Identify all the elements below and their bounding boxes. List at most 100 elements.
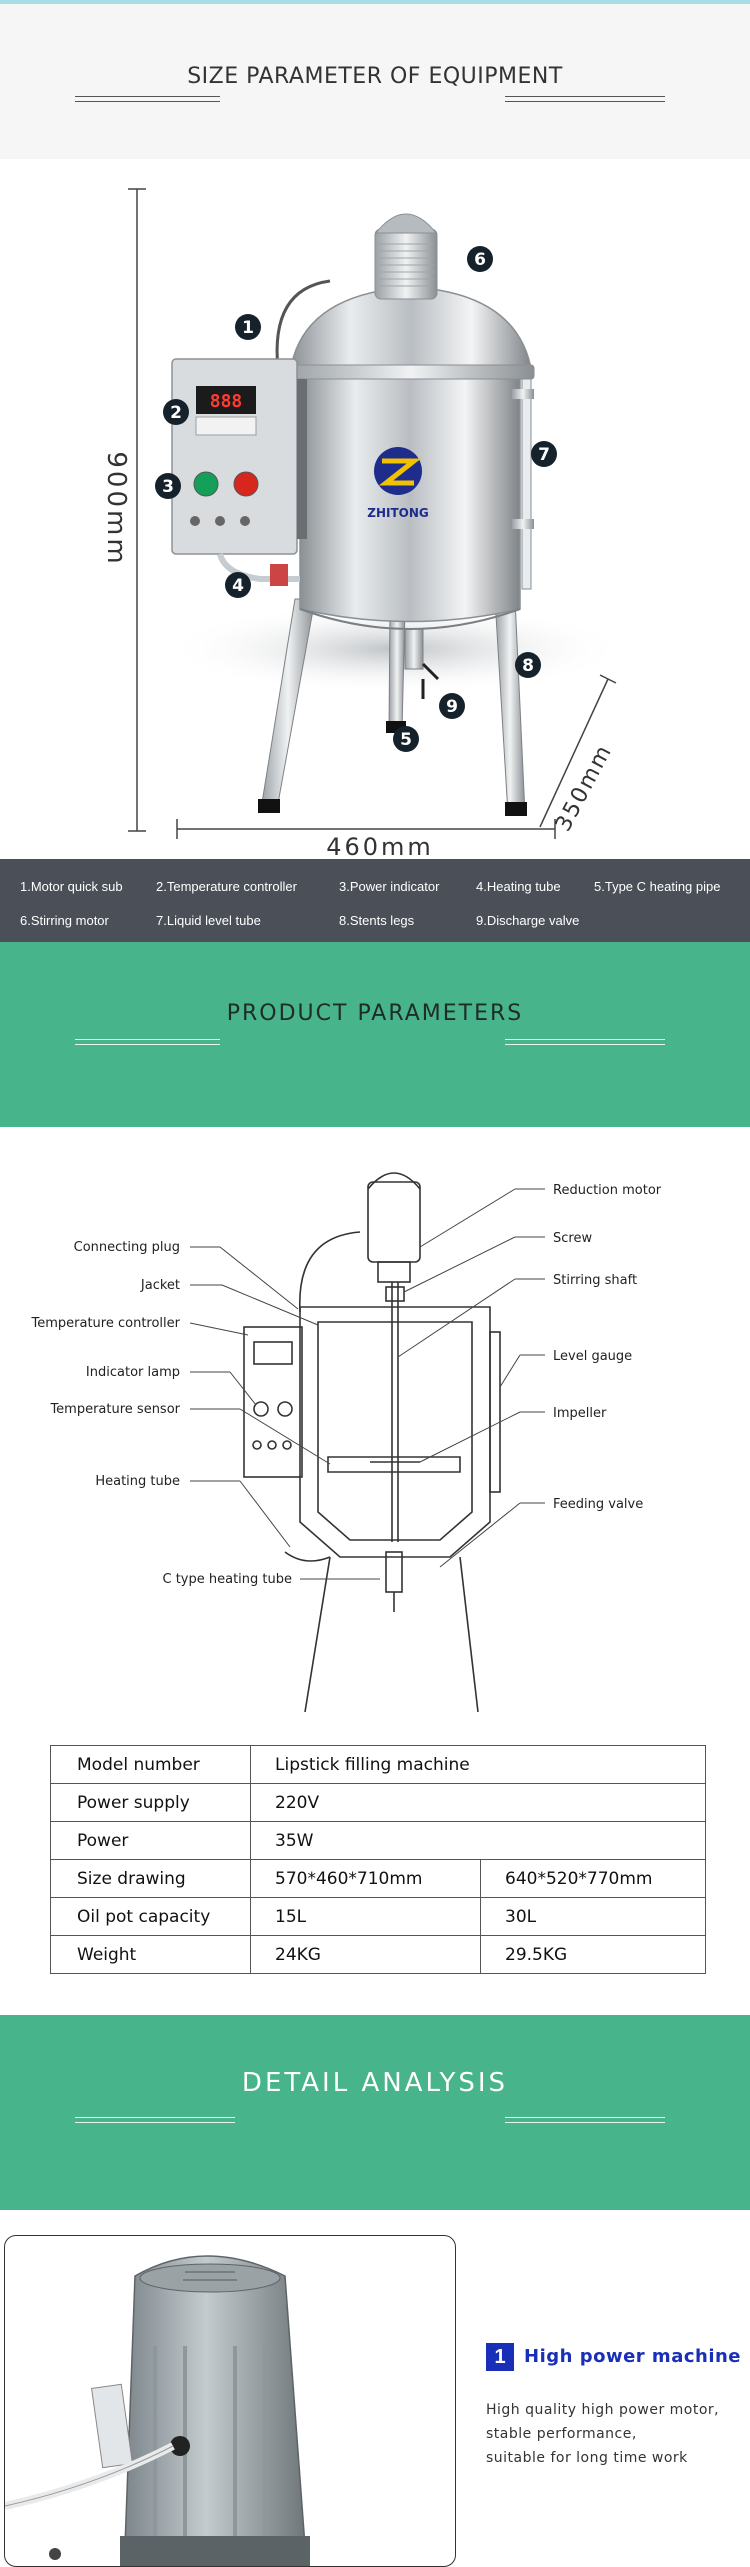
table-cell: 15L [250, 1897, 481, 1936]
callout-4: 4 [225, 572, 251, 598]
heating-tube-plug [270, 564, 288, 586]
feature-description-line: stable performance, [486, 2426, 637, 2442]
detail-image-card [4, 2235, 456, 2567]
svg-text:1: 1 [242, 318, 254, 338]
table-row: Oil pot capacity 15L 30L [50, 1897, 706, 1936]
top-accent-bar [0, 0, 750, 4]
svg-text:9: 9 [446, 697, 458, 717]
control-box: 888 [171, 358, 307, 555]
brand-name: ZHITONG [367, 506, 429, 520]
table-cell: 640*520*770mm [480, 1859, 706, 1898]
label-indicator-lamp: Indicator lamp [86, 1365, 180, 1380]
equipment-figure: 900mm 460mm 350mm [0, 159, 750, 861]
table-cell: 35W [250, 1821, 706, 1860]
legend-item: 7.Liquid level tube [156, 913, 261, 928]
width-dimension-label: 460mm [326, 833, 434, 859]
banner-rule-right [505, 2117, 665, 2123]
callout-9: 9 [439, 693, 465, 719]
feature-title: High power machine [524, 2346, 742, 2367]
structure-diagram: Reduction motor Screw Stirring shaft Lev… [0, 1127, 750, 1727]
table-cell: 220V [250, 1783, 706, 1822]
temperature-display: 888 [210, 391, 243, 412]
table-cell: 29.5KG [480, 1935, 706, 1974]
equipment-section-title: SIZE PARAMETER OF EQUIPMENT [187, 64, 563, 89]
legend-item: 1.Motor quick sub [20, 879, 123, 894]
legend-item: 4.Heating tube [476, 879, 561, 894]
svg-text:5: 5 [400, 730, 412, 750]
legend-item: 2.Temperature controller [156, 879, 297, 894]
depth-dimension-label: 350mm [551, 740, 618, 835]
parameters-table: Model number Lipstick filling machine Po… [50, 1745, 706, 1974]
product-parameters-title: PRODUCT PARAMETERS [226, 1001, 524, 1026]
width-dimension-line [176, 819, 556, 839]
callout-8: 8 [515, 652, 541, 678]
label-impeller: Impeller [553, 1406, 607, 1421]
callout-1: 1 [235, 314, 261, 340]
tank-body [299, 368, 521, 630]
label-jacket: Jacket [140, 1278, 180, 1293]
label-feeding-valve: Feeding valve [553, 1497, 643, 1512]
table-cell: Power supply [50, 1783, 251, 1822]
stirring-motor [374, 213, 438, 300]
svg-text:7: 7 [538, 445, 550, 465]
feature-description-line: High quality high power motor, [486, 2402, 720, 2418]
label-level-gauge: Level gauge [553, 1349, 632, 1364]
table-cell: Lipstick filling machine [250, 1745, 706, 1784]
label-temperature-controller: Temperature controller [31, 1316, 181, 1331]
table-cell: Power [50, 1821, 251, 1860]
label-temperature-sensor: Temperature sensor [49, 1402, 180, 1417]
heating-tube [217, 553, 300, 582]
label-stirring-shaft: Stirring shaft [553, 1273, 637, 1288]
label-c-type-heating-tube: C type heating tube [162, 1572, 292, 1587]
banner-rule-left [75, 1039, 220, 1045]
banner-rule-left [75, 2117, 235, 2123]
label-reduction-motor: Reduction motor [553, 1183, 662, 1198]
level-tube [512, 378, 534, 590]
table-cell: Model number [50, 1745, 251, 1784]
detail-analysis-banner: DETAIL ANALYSIS [0, 2015, 750, 2210]
detail-analysis-title: DETAIL ANALYSIS [241, 2068, 509, 2098]
legend-item: 8.Stents legs [339, 913, 415, 928]
motor-cable [275, 279, 331, 370]
feature-description-line: suitable for long time work [486, 2450, 688, 2466]
banner-rule-right [505, 1039, 665, 1045]
callout-6: 6 [467, 246, 493, 272]
table-cell: 570*460*710mm [250, 1859, 481, 1898]
label-heating-tube: Heating tube [95, 1474, 180, 1489]
table-cell: Oil pot capacity [50, 1897, 251, 1936]
equipment-section-header: SIZE PARAMETER OF EQUIPMENT [0, 4, 750, 159]
structure-diagram-drawing: Reduction motor Screw Stirring shaft Lev… [31, 1172, 662, 1713]
motor-closeup-illustration [5, 2255, 310, 2566]
height-dimension-label: 900mm [101, 451, 131, 566]
svg-text:3: 3 [162, 477, 174, 497]
legend-item: 5.Type C heating pipe [594, 879, 721, 894]
tank-lid [287, 286, 535, 380]
svg-text:6: 6 [474, 250, 486, 270]
depth-dimension-line [539, 674, 617, 828]
legend-item: 9.Discharge valve [476, 913, 580, 928]
callout-3: 3 [155, 473, 181, 499]
title-rule-right [505, 96, 665, 102]
svg-text:4: 4 [232, 576, 244, 596]
table-row: Model number Lipstick filling machine [50, 1745, 706, 1784]
title-rule-left [75, 96, 220, 102]
label-screw: Screw [553, 1231, 592, 1246]
legend-item: 6.Stirring motor [20, 913, 109, 928]
product-parameters-banner: PRODUCT PARAMETERS [0, 942, 750, 1127]
table-cell: 30L [480, 1897, 706, 1936]
feature-number-badge: 1 [486, 2343, 514, 2371]
callout-5: 5 [393, 726, 419, 752]
table-cell: 24KG [250, 1935, 481, 1974]
equipment-illustration: 900mm 460mm 350mm [101, 188, 625, 861]
feature-description: High quality high power motor, stable pe… [486, 2398, 746, 2470]
table-row: Size drawing 570*460*710mm 640*520*770mm [50, 1859, 706, 1898]
height-dimension-line [128, 188, 146, 832]
svg-text:8: 8 [522, 656, 534, 676]
table-cell: Weight [50, 1935, 251, 1974]
component-legend: 1.Motor quick sub 2.Temperature controll… [0, 859, 750, 942]
table-row: Weight 24KG 29.5KG [50, 1935, 706, 1974]
label-connecting-plug: Connecting plug [74, 1240, 180, 1255]
table-cell: Size drawing [50, 1859, 251, 1898]
svg-text:2: 2 [170, 403, 182, 423]
table-row: Power supply 220V [50, 1783, 706, 1822]
